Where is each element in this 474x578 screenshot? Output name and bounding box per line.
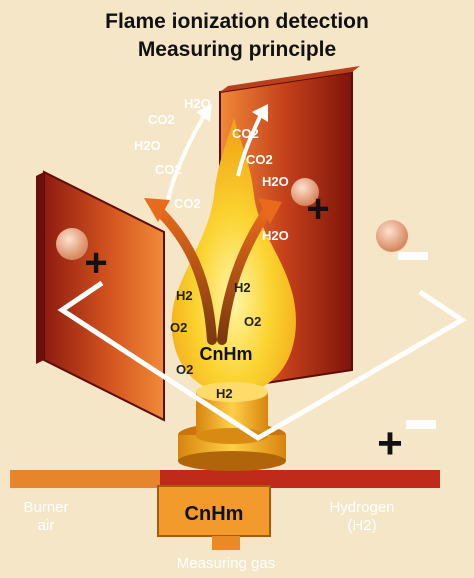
molecule-h2o: H2O <box>262 228 289 243</box>
burner-base-bottom <box>178 451 286 471</box>
burner-air-label-line-1: Burner <box>23 499 68 516</box>
battery-plus-sign: + <box>377 419 403 468</box>
hydrogen-label-line-2: (H2) <box>347 517 376 534</box>
inlet-compound-label: CnHm <box>185 503 244 525</box>
molecule-co2: CO2 <box>246 152 273 167</box>
plus-sign-right: + <box>306 187 329 231</box>
flame-compound-label: CnHm <box>200 344 253 364</box>
battery-minus-sign <box>406 420 436 429</box>
product-arrow-left <box>166 111 208 201</box>
flow-arrow-left-head <box>144 198 170 222</box>
product-arrow-left-head <box>196 104 212 122</box>
inlet-pipe <box>212 536 240 550</box>
electron-minus-bar <box>398 252 428 260</box>
title-line-2: Measuring principle <box>138 38 336 61</box>
left-electrode-edge <box>36 172 44 364</box>
burner-nozzle-top <box>196 382 268 402</box>
molecule-h2o: H2O <box>262 174 289 189</box>
flow-arrow-left <box>151 203 217 345</box>
positive-ion-left <box>56 228 88 260</box>
product-arrow-right <box>236 111 264 177</box>
molecule-co2: CO2 <box>155 162 182 177</box>
molecule-co2: CO2 <box>232 126 259 141</box>
molecule-o2: O2 <box>176 362 193 377</box>
molecule-h2: H2 <box>176 288 193 303</box>
flow-arrow-right <box>217 205 273 345</box>
positive-ion-right <box>291 178 319 206</box>
molecule-h2o: H2O <box>134 138 161 153</box>
plus-sign-left: + <box>84 241 107 285</box>
electron-ion <box>376 220 408 252</box>
hydrogen-label-line-1: Hydrogen <box>329 499 394 516</box>
molecule-h2o: H2O <box>184 96 211 111</box>
flame <box>171 118 296 395</box>
molecule-o2: O2 <box>170 320 187 335</box>
circuit-wire <box>57 280 467 441</box>
molecule-h2: H2 <box>234 280 251 295</box>
right-electrode-edge <box>220 66 360 92</box>
title-line-1: Flame ionization detection <box>105 10 369 33</box>
molecule-co2: CO2 <box>174 196 201 211</box>
flow-arrow-right-head <box>258 198 282 224</box>
burner-air-label-line-2: air <box>38 517 55 534</box>
molecule-o2: O2 <box>244 314 261 329</box>
product-arrow-right-head <box>252 104 268 122</box>
measuring-gas-label: Measuring gas <box>177 555 275 572</box>
molecule-co2: CO2 <box>148 112 175 127</box>
molecule-h2: H2 <box>216 386 233 401</box>
burner-air-bar <box>10 470 160 488</box>
